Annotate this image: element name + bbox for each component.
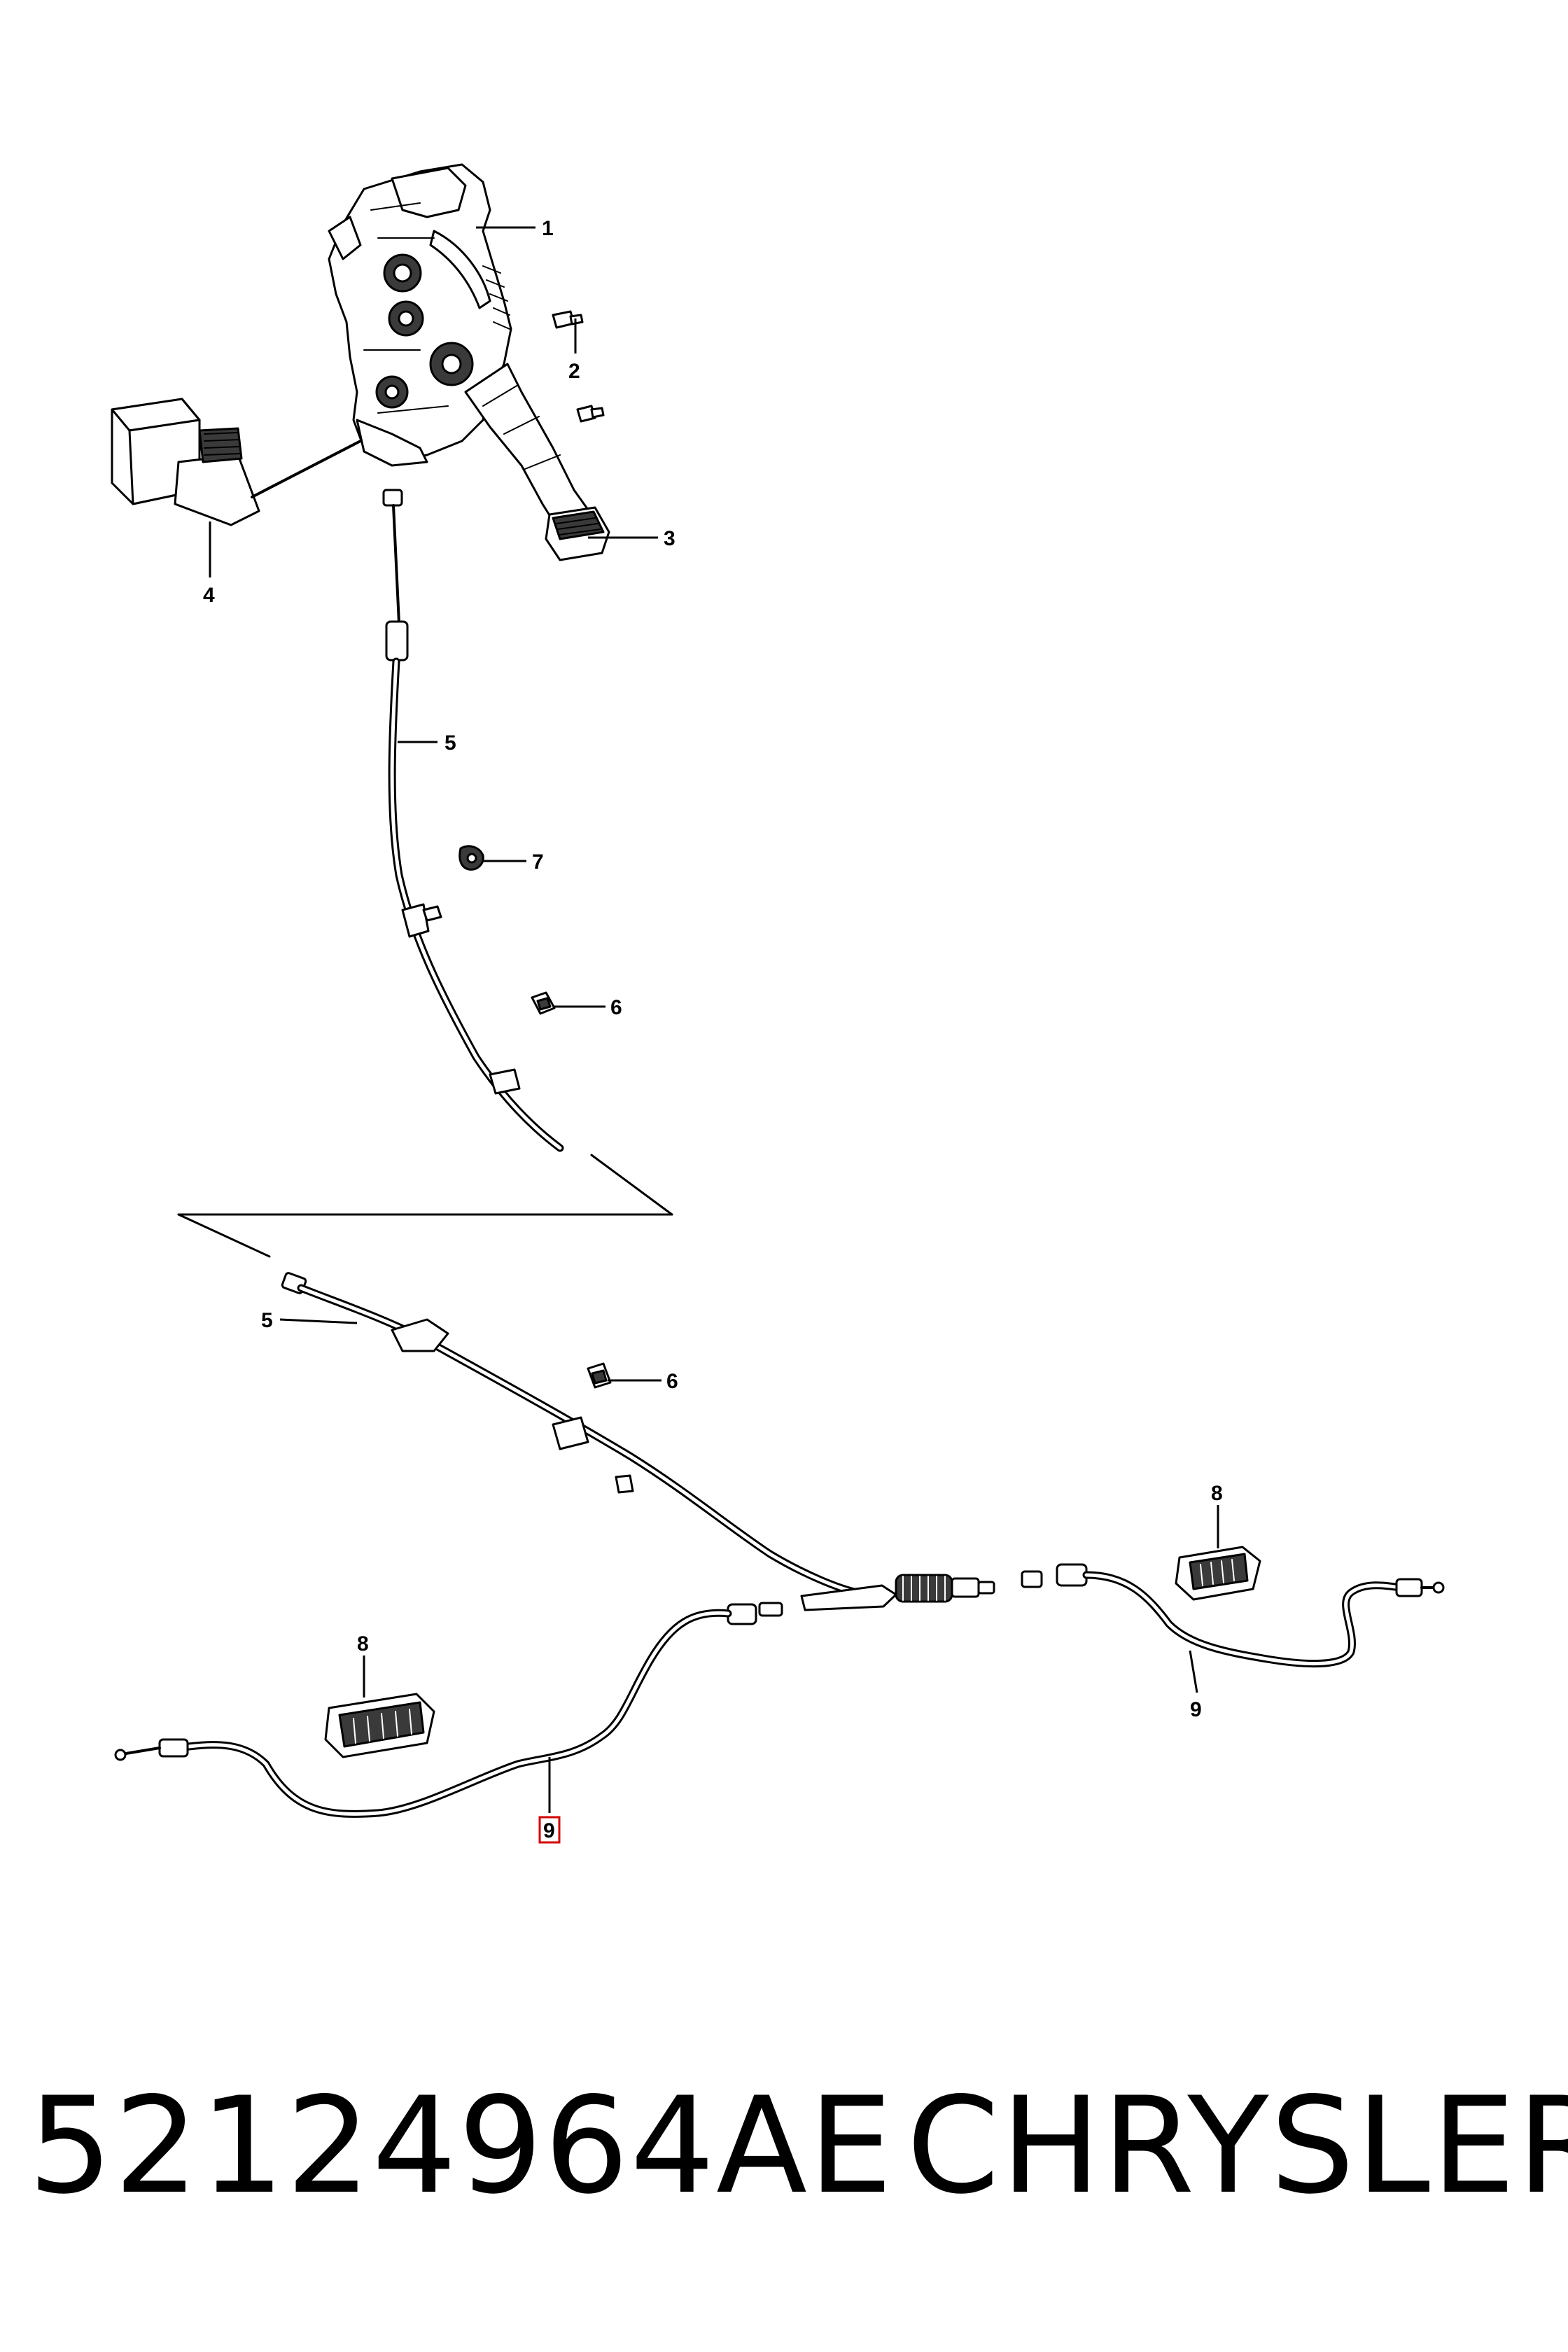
pedal-pad	[545, 506, 610, 561]
footer-caption: 52124964AE CHRYSLER	[28, 2068, 1568, 2230]
leader-lines	[209, 226, 1219, 1813]
callout-8-left: 8	[357, 1632, 369, 1656]
callout-3: 3	[664, 527, 676, 550]
clip-6-lower	[587, 1362, 612, 1389]
break-lines	[177, 1154, 673, 1258]
callout-6-upper: 6	[610, 996, 622, 1019]
rear-cable-left	[114, 1602, 783, 1818]
front-cable-upper	[382, 489, 564, 1152]
brand-name: CHRYSLER	[906, 2068, 1568, 2223]
bracket-left	[324, 1693, 435, 1758]
part-number: 52124964AE	[28, 2068, 895, 2223]
callout-9-right: 9	[1190, 1698, 1202, 1721]
front-cable-lower	[281, 1272, 995, 1611]
callout-8-right: 8	[1211, 1482, 1223, 1505]
callout-2: 2	[568, 360, 580, 383]
clip-6-upper	[531, 991, 556, 1015]
callout-1: 1	[542, 217, 554, 240]
rear-cable-right	[1021, 1563, 1445, 1668]
callout-5-lower: 5	[261, 1309, 273, 1332]
callout-9-left: 9	[543, 1819, 555, 1842]
callout-9-highlight	[538, 1816, 561, 1844]
callout-6-lower: 6	[666, 1370, 678, 1393]
pedal-assembly	[328, 163, 593, 533]
callout-4: 4	[203, 584, 215, 607]
callout-7: 7	[532, 850, 544, 874]
bracket-right	[1175, 1546, 1261, 1601]
callout-5-upper: 5	[444, 732, 456, 755]
clip-7	[458, 845, 484, 871]
callouts: 1 2 3 4 5 7 6 5 6 8 8 9 9	[203, 217, 1223, 1844]
brake-switch	[111, 398, 362, 526]
